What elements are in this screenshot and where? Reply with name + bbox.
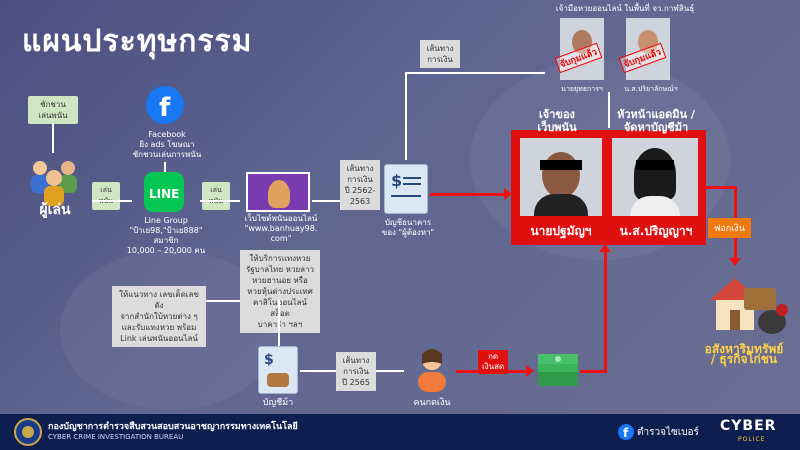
org-name-en: CYBER CRIME INVESTIGATION BUREAU (48, 433, 184, 441)
arrow (52, 123, 54, 153)
police-emblem-icon (14, 418, 42, 446)
arrow (206, 300, 240, 302)
suspect-role: หัวหน้าแอดมิน / จัดหาบัญชีม้า (617, 108, 695, 134)
dealer-name-2: น.ส.ปริยาลักษณ์ฯ (624, 85, 678, 93)
svg-text:f: f (623, 426, 629, 440)
bank-suspect-caption: บัญชีธนาคาร ของ "ผู้ต้องหา" (381, 218, 435, 237)
mule-account-caption: บัญชีม้า (262, 398, 294, 408)
withdrawer-icon (418, 349, 446, 392)
arrowhead (729, 258, 741, 266)
suspect-photo-2 (612, 138, 698, 216)
arrow (608, 92, 610, 128)
cyber-logo: CYBER (720, 418, 777, 434)
website-thumbnail (246, 172, 310, 212)
arrow (164, 162, 166, 172)
recruit-label: ชักชวน เล่นพนัน (28, 96, 78, 124)
arrowhead (599, 244, 611, 252)
players-icon (31, 161, 77, 206)
play-label: เล่น พนัน (202, 182, 230, 210)
bank-doc-icon: $ (384, 164, 428, 214)
launder-label: ฟอกเงิน (708, 218, 751, 238)
withdraw-label: กด เงินสด (478, 350, 509, 374)
fb-page-name: ตำรวจไซเบอร์ (637, 427, 699, 438)
line-caption: Line Group "ป้าเย98,"ป้าเย888" สมาชิก 10… (126, 216, 206, 255)
play-label: เล่น พนัน (92, 182, 120, 210)
line-icon: LINE (144, 172, 184, 212)
footer: กองบัญชาการตำรวจสืบสวนสอบสวนอาชญากรรมทาง… (0, 414, 800, 450)
player-name: ผู้เล่น (39, 202, 71, 218)
facebook-icon: f (146, 86, 184, 124)
arrow (405, 72, 545, 74)
arrow (405, 72, 407, 160)
website-caption: เว็บไซต์พนันออนไลน์ "www.banhuay98. com" (244, 214, 318, 243)
cyber-logo-sub: POLICE (738, 436, 766, 443)
suspect-name: นายปฐมัญฯ (530, 224, 592, 238)
money-flow-label: เส้นทาง การเงิน ปี 2562- 2563 (340, 160, 380, 210)
suspect-role: เจ้าของ เว็บพนัน (537, 108, 577, 134)
org-name-th: กองบัญชาการตำรวจสืบสวนสอบสวนอาชญากรรมทาง… (48, 422, 298, 432)
withdrawer-caption: คนกดเงิน (413, 398, 451, 408)
red-arrow (580, 370, 606, 373)
facebook-caption: Facebook ยิง ads โฆษณา ชักชวนเล่นการพนัน (132, 130, 202, 159)
arrowhead (504, 188, 512, 200)
arrow (200, 200, 240, 202)
arrow (92, 200, 132, 202)
mule-account-icon: $ (258, 346, 298, 394)
arrowhead (526, 365, 534, 377)
cash-icon (538, 354, 578, 386)
dealers-header: เจ้ามือหวยออนไลน์ ในพื้นที่ จว.กาฬสินธุ์ (555, 4, 695, 13)
assets-icon (710, 278, 788, 334)
dealer-photo-2 (626, 18, 670, 80)
services-box: ให้บริการแทงหวย รัฐบาลไทย หวยลาว หวยฮานอ… (240, 250, 320, 333)
assets-caption: อสังหาริมทรัพย์ / ธุรกิจไก่ชน (704, 342, 784, 366)
instructions-box: ให้แนวทาง เลขเด็ดเลขดัง จากสำนักใบ้หวยต่… (112, 286, 206, 347)
page-title: แผนประทุษกรรม (22, 24, 253, 59)
money-flow-label: เส้นทาง การเงิน ปี 2565 (336, 352, 376, 391)
suspect-name: น.ส.ปริญญาฯ (619, 224, 693, 238)
red-arrow (706, 186, 736, 189)
suspect-photo-1 (520, 138, 602, 216)
red-arrow (604, 250, 607, 373)
money-flow-label-top: เส้นทาง การเงิน (420, 40, 460, 68)
dealer-photo-1 (560, 18, 604, 80)
dealer-name-1: นายยุทธการฯ (561, 85, 603, 93)
red-arrow (430, 193, 506, 196)
svg-text:LINE: LINE (149, 187, 179, 201)
facebook-small-icon: f (618, 424, 634, 440)
arrow (278, 300, 280, 348)
svg-text:f: f (159, 93, 171, 123)
